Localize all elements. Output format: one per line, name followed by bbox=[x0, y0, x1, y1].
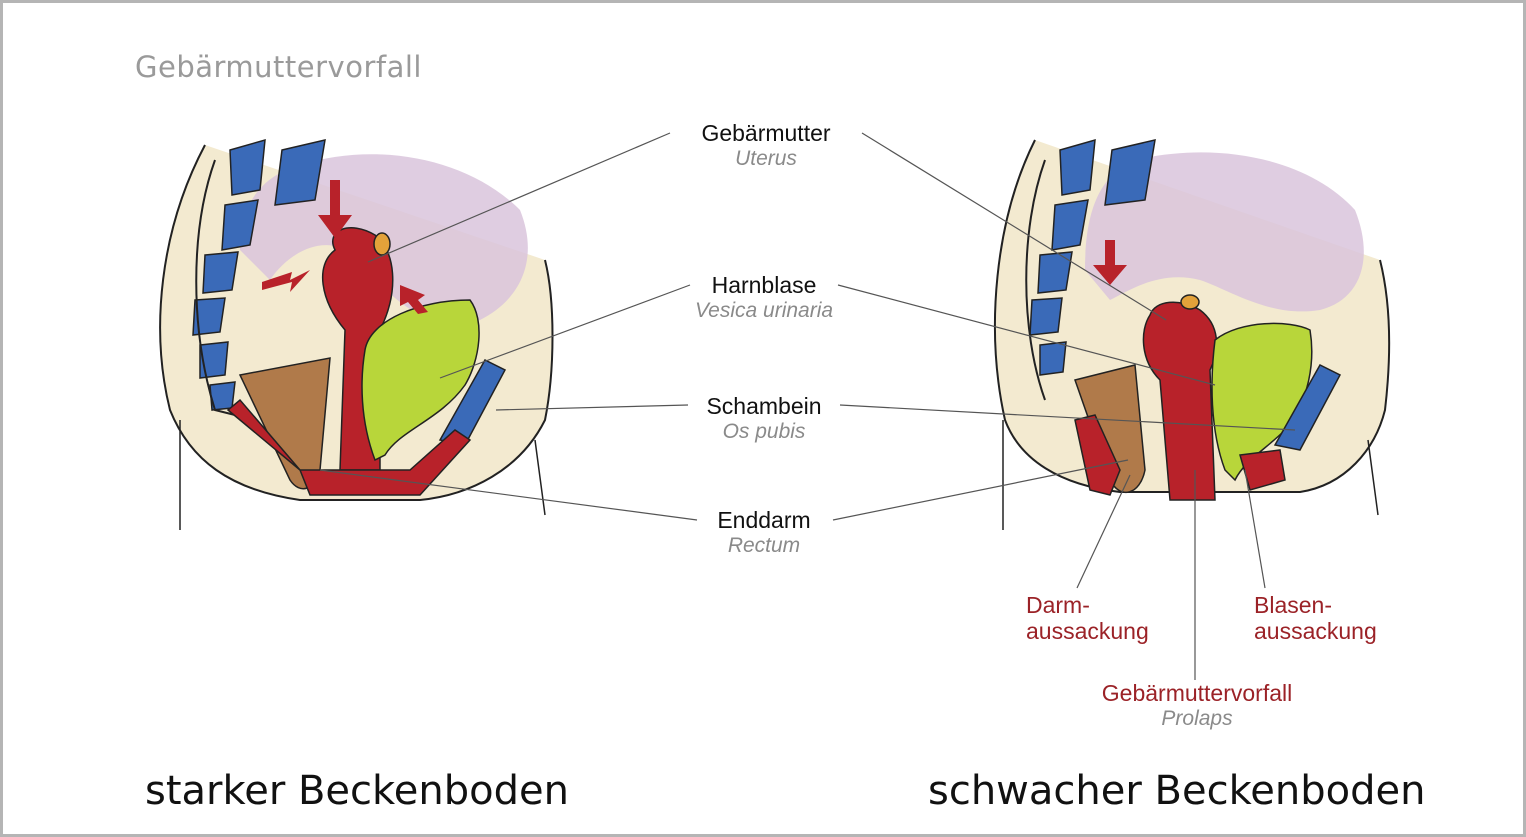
label-uterus: Gebärmutter Uterus bbox=[670, 120, 862, 172]
label-cystocele-line2: aussackung bbox=[1254, 618, 1414, 644]
label-prolapse-sub: Prolaps bbox=[1067, 706, 1327, 732]
caption-strong-pelvic-floor: starker Beckenboden bbox=[145, 768, 569, 814]
label-rectocele-line2: aussackung bbox=[1026, 618, 1186, 644]
label-rectum: Enddarm Rectum bbox=[668, 507, 860, 559]
label-cystocele: Blasen- aussackung bbox=[1254, 592, 1414, 644]
label-pubis: Schambein Os pubis bbox=[668, 393, 860, 445]
right-illustration-weak-pelvic-floor bbox=[995, 140, 1389, 530]
label-cystocele-line1: Blasen- bbox=[1254, 592, 1414, 618]
label-pubis-main: Schambein bbox=[668, 393, 860, 419]
label-prolapse: Gebärmuttervorfall Prolaps bbox=[1067, 680, 1327, 732]
label-bladder: Harnblase Vesica urinaria bbox=[668, 272, 860, 324]
label-rectum-sub: Rectum bbox=[668, 533, 860, 559]
left-ovary bbox=[374, 233, 390, 255]
label-bladder-sub: Vesica urinaria bbox=[668, 298, 860, 324]
right-ovary bbox=[1181, 295, 1199, 309]
label-prolapse-main: Gebärmuttervorfall bbox=[1067, 680, 1327, 706]
label-rectocele-line1: Darm- bbox=[1026, 592, 1186, 618]
label-rectum-main: Enddarm bbox=[668, 507, 860, 533]
left-illustration-strong-pelvic-floor bbox=[160, 140, 552, 530]
label-pubis-sub: Os pubis bbox=[668, 419, 860, 445]
label-rectocele: Darm- aussackung bbox=[1026, 592, 1186, 644]
label-bladder-main: Harnblase bbox=[668, 272, 860, 298]
caption-weak-pelvic-floor: schwacher Beckenboden bbox=[928, 768, 1425, 814]
label-uterus-main: Gebärmutter bbox=[670, 120, 862, 146]
label-uterus-sub: Uterus bbox=[670, 146, 862, 172]
